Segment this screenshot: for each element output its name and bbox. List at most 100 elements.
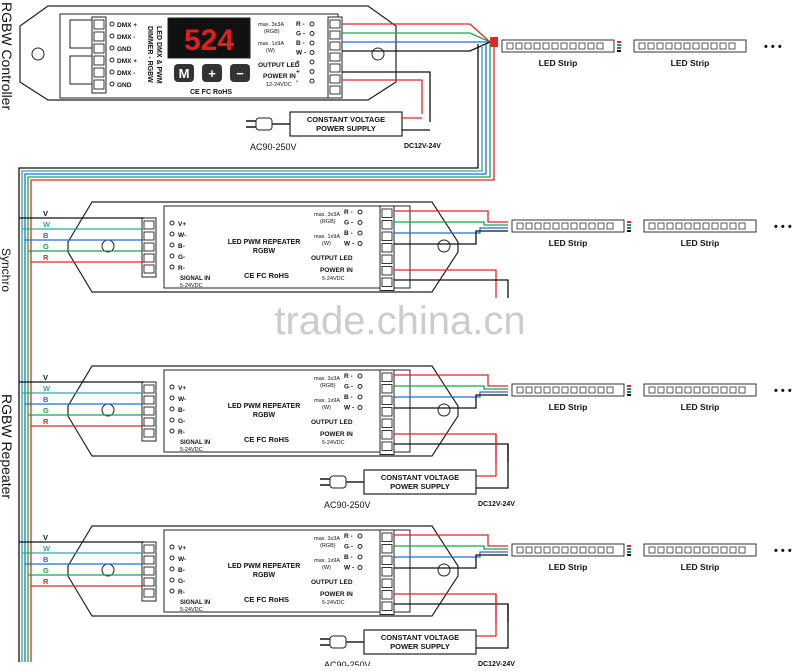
repeater-2-output-wire bbox=[394, 394, 508, 409]
repeater-1-terminal-dot bbox=[357, 241, 363, 246]
led-strip-a-led bbox=[569, 42, 577, 50]
repeater-1-in-pin-label: R- bbox=[178, 265, 185, 272]
repeater-3-spec-rgb: max. 3x3A bbox=[314, 536, 340, 542]
led-strip-a-led bbox=[552, 546, 560, 554]
controller-terminal-dot bbox=[309, 21, 315, 27]
repeater-3-spec-w: max. 1x9A bbox=[314, 558, 340, 564]
repeater-1-terminal-label: B - bbox=[344, 230, 353, 237]
dmx-pin-label: GND bbox=[117, 82, 132, 89]
led-strip-a-led bbox=[534, 222, 542, 230]
repeater-2-mount-hole bbox=[437, 403, 451, 417]
led-strip-b-led bbox=[674, 42, 682, 50]
led-strip-a-led bbox=[516, 546, 524, 554]
led-strip-a-led bbox=[543, 222, 551, 230]
controller-psu-ac-label: AC90-250V bbox=[250, 142, 297, 152]
repeater-2-signal-terminal-screw bbox=[143, 384, 155, 394]
led-strip-b-led bbox=[729, 222, 737, 230]
strip-connector bbox=[617, 47, 621, 49]
led-strip-b-led bbox=[648, 222, 656, 230]
led-strip-b-led bbox=[693, 222, 701, 230]
repeater-1-signal-terminal-screw bbox=[143, 264, 155, 274]
repeater-3-output-label: OUTPUT LED bbox=[311, 579, 353, 586]
display-readout: 524 bbox=[184, 24, 234, 57]
led-strip-a-label: LED Strip bbox=[549, 238, 588, 248]
led-strip-b-led bbox=[648, 386, 656, 394]
repeater-2-psu-line2: POWER SUPPLY bbox=[390, 482, 450, 491]
led-strip-a-led bbox=[515, 42, 523, 50]
led-strip-a-led bbox=[570, 546, 578, 554]
repeater-2-signal-range: 5-24VDC bbox=[180, 447, 203, 453]
synchro-bus-wire bbox=[27, 44, 491, 662]
plus-button[interactable] bbox=[202, 64, 222, 82]
led-strip-a-led bbox=[606, 386, 614, 394]
repeater-3-in-pin-label: G- bbox=[178, 578, 185, 585]
controller-spec-rgb-note: (RGB) bbox=[264, 29, 280, 35]
controller-terminal-label: - bbox=[296, 78, 298, 85]
repeater-1-spec-rgb-note: (RGB) bbox=[320, 219, 336, 225]
led-strip-b-led bbox=[638, 42, 646, 50]
led-strip-a-led bbox=[588, 386, 596, 394]
strip-connector bbox=[617, 50, 621, 52]
controller-terminal-dot bbox=[309, 59, 315, 65]
dmx-pin-dot bbox=[109, 69, 115, 75]
repeater-2-terminal-dot bbox=[357, 405, 363, 410]
controller-psu-line2: POWER SUPPLY bbox=[316, 124, 376, 133]
repeater-1-terminal-dot bbox=[357, 209, 363, 215]
led-strip-a-led bbox=[543, 386, 551, 394]
repeater-3-terminal-label: B - bbox=[344, 554, 353, 561]
led-strip-b-led bbox=[710, 42, 718, 50]
led-strip-a-led bbox=[597, 222, 605, 230]
dmx-pin-dot bbox=[109, 57, 115, 63]
led-strip-a-led bbox=[597, 546, 605, 554]
repeater-3-spec-w-note: (W) bbox=[322, 565, 331, 571]
repeater-3-in-dot bbox=[169, 544, 175, 550]
led-strip-a-led bbox=[579, 546, 587, 554]
controller-terminal-dot bbox=[309, 40, 315, 46]
repeater-2-in-pin-label: B- bbox=[178, 407, 185, 414]
strip-connector bbox=[627, 227, 631, 229]
controller-mount-hole bbox=[31, 47, 45, 61]
strip-connector bbox=[627, 554, 631, 556]
repeater-1-title-line1: LED PWM REPEATER bbox=[228, 239, 301, 246]
controller-power-range: 12-24VDC bbox=[266, 82, 292, 88]
repeater-3-in-dot bbox=[169, 577, 175, 583]
mode-button[interactable] bbox=[174, 64, 194, 82]
repeater-2-terminal-label: G - bbox=[344, 384, 353, 391]
repeater-2-output-label: OUTPUT LED bbox=[311, 419, 353, 426]
repeater-1-spec-w: max. 1x9A bbox=[314, 234, 340, 240]
repeater-2-bus-label: G bbox=[43, 406, 49, 415]
controller-terminal-dot bbox=[309, 50, 315, 55]
repeater-3-psu-plug bbox=[329, 635, 347, 649]
repeater-3-output-terminal-screw bbox=[381, 601, 393, 611]
repeater-1-output-terminal-screw bbox=[381, 231, 393, 241]
rj45-port bbox=[69, 55, 93, 85]
repeater-2-in-pin-label: W- bbox=[178, 396, 186, 403]
led-strip-a-led bbox=[596, 42, 604, 50]
strip-connector bbox=[627, 548, 631, 550]
repeater-1-terminal-label: R - bbox=[344, 209, 353, 216]
led-strip-a-led bbox=[560, 42, 568, 50]
repeater-3-signal-terminal-screw bbox=[143, 544, 155, 554]
repeater-2-output-terminal-screw bbox=[381, 407, 393, 417]
repeater-3-output-wire bbox=[394, 545, 508, 550]
repeater-2-signal-terminal-screw bbox=[143, 417, 155, 427]
repeater-3-output-terminal-screw bbox=[381, 567, 393, 577]
strip-connector bbox=[627, 224, 631, 226]
controller-terminal-label: + bbox=[296, 59, 300, 66]
synchro-side-label: Synchro bbox=[0, 248, 13, 292]
strip-connector bbox=[627, 385, 631, 387]
strip-connector bbox=[627, 388, 631, 390]
repeater-3-psu-line1: CONSTANT VOLTAGE bbox=[381, 633, 459, 642]
repeater-3-in-pin-label: V+ bbox=[178, 545, 186, 552]
repeater-1-title-line2: RGBW bbox=[253, 248, 276, 255]
dmx-terminal-block-screw bbox=[93, 31, 105, 42]
controller-output-label: OUTPUT LED bbox=[258, 62, 300, 69]
repeater-3-signal-range: 5-24VDC bbox=[180, 607, 203, 613]
wire-junction bbox=[490, 37, 498, 47]
repeater-1-in-dot bbox=[169, 242, 175, 248]
repeater-3-psu-ac-label: AC90-250V bbox=[324, 660, 371, 666]
controller-terminal-label: R - bbox=[296, 21, 305, 28]
strip-connector bbox=[627, 221, 631, 223]
minus-button[interactable] bbox=[230, 64, 250, 82]
